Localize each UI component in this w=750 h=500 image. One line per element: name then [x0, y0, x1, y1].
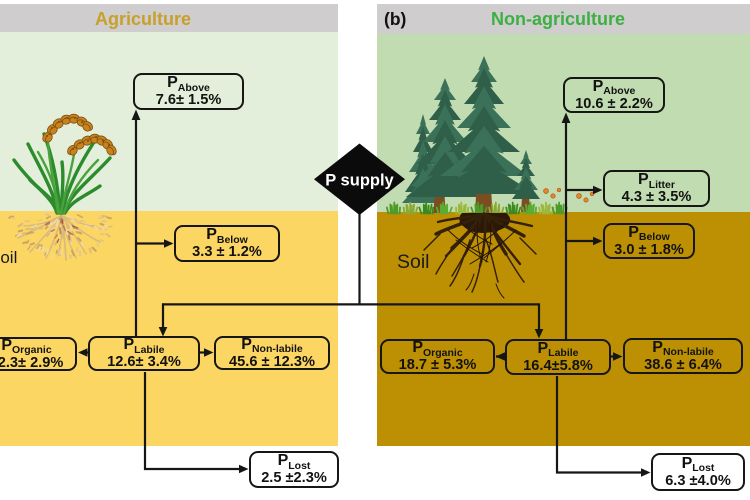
svg-text:P supply: P supply — [325, 172, 394, 190]
